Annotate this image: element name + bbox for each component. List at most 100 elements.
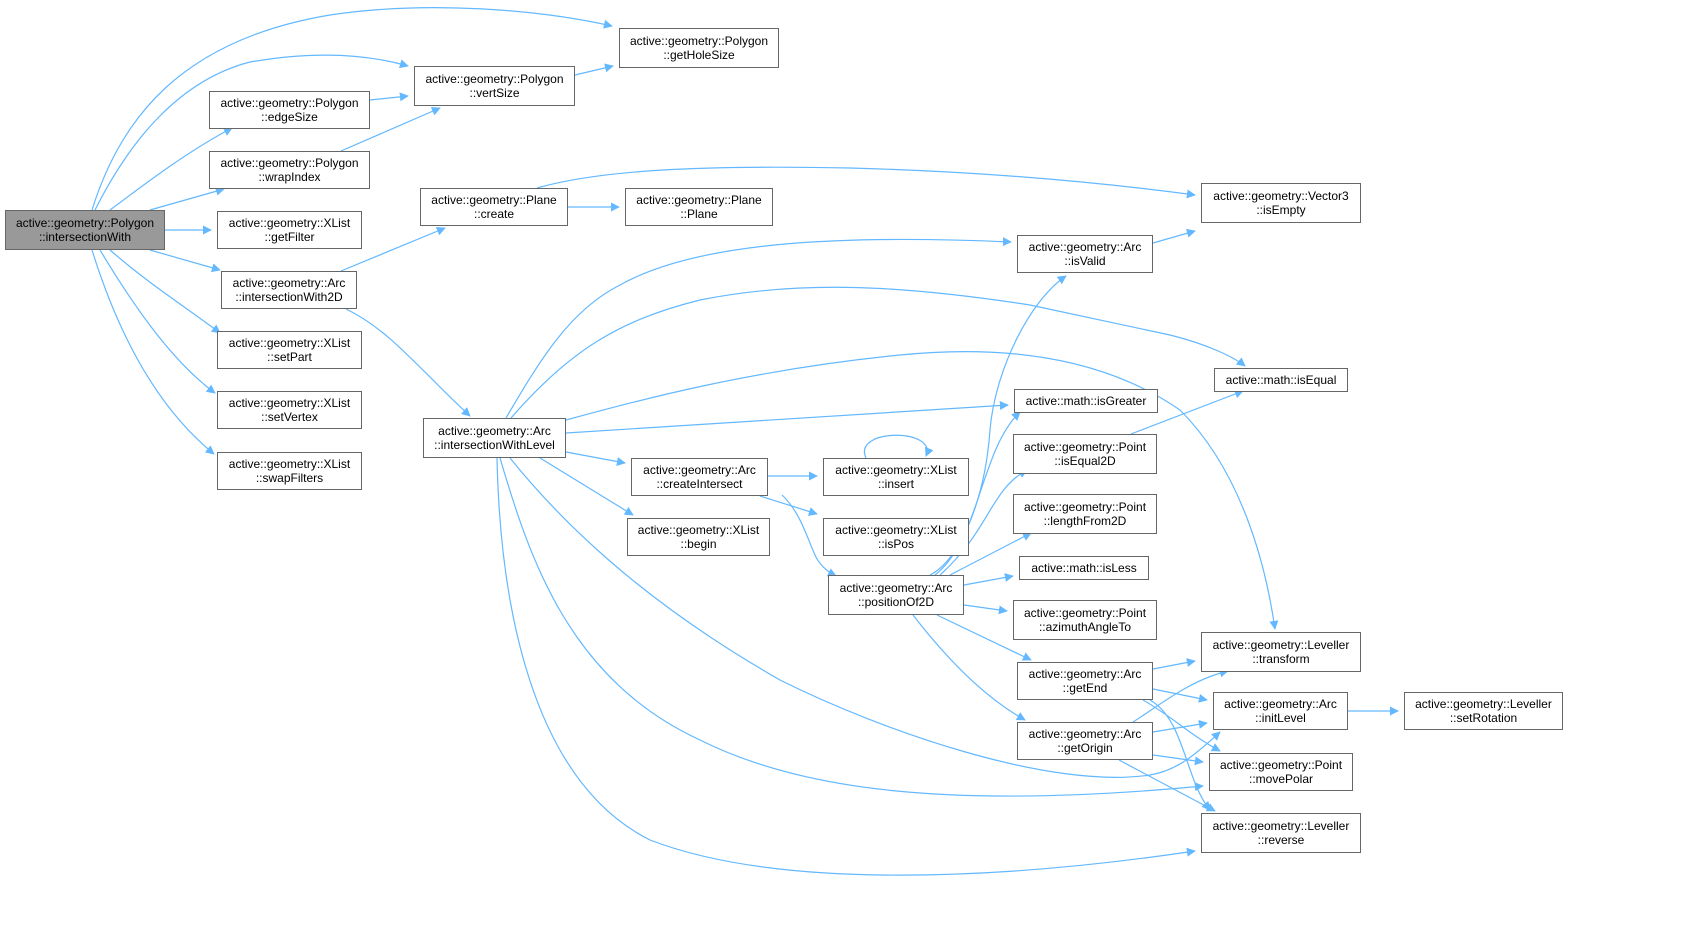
node-label: active::math::isLess [1031,561,1137,575]
node-label: ::getFilter [264,230,315,244]
node-label: active::geometry::Plane [636,193,762,207]
node-label: active::geometry::Leveller [1212,638,1350,652]
edge-positionOf2D-getOrigin [912,614,1026,721]
node-label: ::getHoleSize [663,48,735,62]
node-polygon-wrapIndex[interactable]: active::geometry::Polygon::wrapIndex [209,151,370,189]
node-label: ::intersectionWithLevel [434,438,555,452]
node-leveller-transform[interactable]: active::geometry::Leveller::transform [1201,632,1361,672]
edge-root-setPart [109,249,221,334]
node-label: ::isEqual2D [1054,454,1116,468]
node-label: ::isEmpty [1256,203,1306,217]
node-label: active::geometry::Arc [1028,727,1142,741]
node-label: active::geometry::XList [228,216,351,230]
node-label: ::setVertex [261,410,318,424]
node-point-lengthFrom2D[interactable]: active::geometry::Point::lengthFrom2D [1013,494,1157,534]
edge-positionOf2D-isEqual2D [939,469,1028,576]
edge-getEnd-reverse [1149,699,1211,811]
node-math-isLess[interactable]: active::math::isLess [1019,556,1149,580]
node-label: active::geometry::Arc [839,581,953,595]
node-label: ::insert [877,477,914,491]
node-label: active::geometry::Polygon [220,96,359,110]
node-math-isEqual[interactable]: active::math::isEqual [1214,368,1348,392]
node-label: ::wrapIndex [258,170,321,184]
edge-intersectionWith2D-create [340,226,446,272]
node-arc-getEnd[interactable]: active::geometry::Arc::getEnd [1017,662,1153,700]
node-polygon-intersectionWith[interactable]: active::geometry::Polygon::intersectionW… [5,210,165,250]
edge-iwl-begin [539,457,634,516]
node-label: ::transform [1252,652,1310,666]
node-arc-intersectionWithLevel[interactable]: active::geometry::Arc::intersectionWithL… [423,418,566,458]
node-polygon-vertSize[interactable]: active::geometry::Polygon::vertSize [414,66,575,106]
edge-vertSize-getHoleSize [574,63,614,76]
node-label: active::geometry::Polygon [629,34,769,48]
edge-getEnd-movePolar [1142,699,1221,752]
node-label: ::movePolar [1248,772,1314,786]
node-label: active::geometry::Point [1023,500,1147,514]
edge-getOrigin-movePolar [1152,754,1204,766]
node-label: ::setRotation [1449,711,1518,725]
edge-iwl-createIntersect [565,451,626,466]
node-xlist-getFilter[interactable]: active::geometry::XList::getFilter [217,211,362,249]
node-label: ::azimuthAngleTo [1038,620,1132,634]
node-point-movePolar[interactable]: active::geometry::Point::movePolar [1209,753,1353,791]
node-label: active::geometry::Polygon [425,72,564,86]
edge-root-swapFilters [91,249,215,455]
node-label: ::intersectionWith2D [235,290,343,304]
node-label: active::geometry::Arc [438,424,551,438]
node-label: active::geometry::Vector3 [1213,189,1349,203]
node-arc-initLevel[interactable]: active::geometry::Arc::initLevel [1213,692,1348,730]
edge-positionOf2D-lengthFrom2D [949,532,1032,576]
node-arc-intersectionWith2D[interactable]: active::geometry::Arc::intersectionWith2… [221,271,357,309]
node-label: active::geometry::XList [835,523,957,537]
node-vector3-isEmpty[interactable]: active::geometry::Vector3::isEmpty [1201,183,1361,223]
node-label: active::geometry::XList [228,396,351,410]
node-xlist-setVertex[interactable]: active::geometry::XList::setVertex [217,391,362,429]
node-label: active::geometry::XList [228,457,351,471]
node-plane-create[interactable]: active::geometry::Plane::create [420,188,568,226]
edge-getEnd-initLevel [1152,688,1208,703]
node-label: active::geometry::Arc [232,276,346,290]
edge-iwl-isGreater [565,401,1009,434]
edge-positionOf2D-getEnd [936,614,1032,661]
node-arc-getOrigin[interactable]: active::geometry::Arc::getOrigin [1017,722,1153,760]
node-xlist-insert[interactable]: active::geometry::XList::insert [823,458,969,496]
node-plane-Plane[interactable]: active::geometry::Plane::Plane [625,188,773,226]
node-label: active::geometry::Leveller [1212,819,1350,833]
node-label: active::geometry::Point [1023,606,1147,620]
node-label: ::initLevel [1255,711,1306,725]
node-arc-createIntersect[interactable]: active::geometry::Arc::createIntersect [631,458,768,496]
node-label: ::lengthFrom2D [1043,514,1127,528]
node-xlist-setPart[interactable]: active::geometry::XList::setPart [217,331,362,369]
node-label: active::geometry::Point [1219,758,1343,772]
node-point-isEqual2D[interactable]: active::geometry::Point::isEqual2D [1013,434,1157,474]
node-label: ::isPos [877,537,914,551]
node-label: ::begin [680,537,717,551]
node-label: active::geometry::XList [637,523,760,537]
node-polygon-edgeSize[interactable]: active::geometry::Polygon::edgeSize [209,91,370,129]
node-label: active::math::isEqual [1225,373,1337,387]
edge-create-isEmpty [536,166,1196,199]
node-label: ::getOrigin [1057,741,1113,755]
edge-iwl-transform [565,350,1279,630]
node-leveller-reverse[interactable]: active::geometry::Leveller::reverse [1201,813,1361,853]
node-label: active::geometry::Arc [1028,667,1142,681]
node-arc-positionOf2D[interactable]: active::geometry::Arc::positionOf2D [828,575,964,615]
node-math-isGreater[interactable]: active::math::isGreater [1014,389,1158,413]
edge-wrapIndex-vertSize [340,107,441,152]
edge-getOrigin-initLevel [1152,719,1208,733]
node-xlist-swapFilters[interactable]: active::geometry::XList::swapFilters [217,452,362,490]
edge-iwl-movePolar [499,457,1204,797]
node-xlist-isPos[interactable]: active::geometry::XList::isPos [823,518,969,556]
node-arc-isValid[interactable]: active::geometry::Arc::isValid [1017,235,1153,273]
edge-positionOf2D-isLess [963,573,1014,586]
node-label: ::reverse [1257,833,1305,847]
node-point-azimuthAngleTo[interactable]: active::geometry::Point::azimuthAngleTo [1013,600,1157,640]
node-label: ::vertSize [469,86,520,100]
node-leveller-setRotation[interactable]: active::geometry::Leveller::setRotation [1404,692,1563,730]
node-label: active::geometry::XList [835,463,957,477]
node-label: active::geometry::Polygon [220,156,359,170]
node-polygon-getHoleSize[interactable]: active::geometry::Polygon::getHoleSize [619,28,779,68]
node-xlist-begin[interactable]: active::geometry::XList::begin [627,518,770,556]
edge-iwl-isValid [505,237,1012,419]
edge-root-intersectionWith2D [149,249,221,273]
